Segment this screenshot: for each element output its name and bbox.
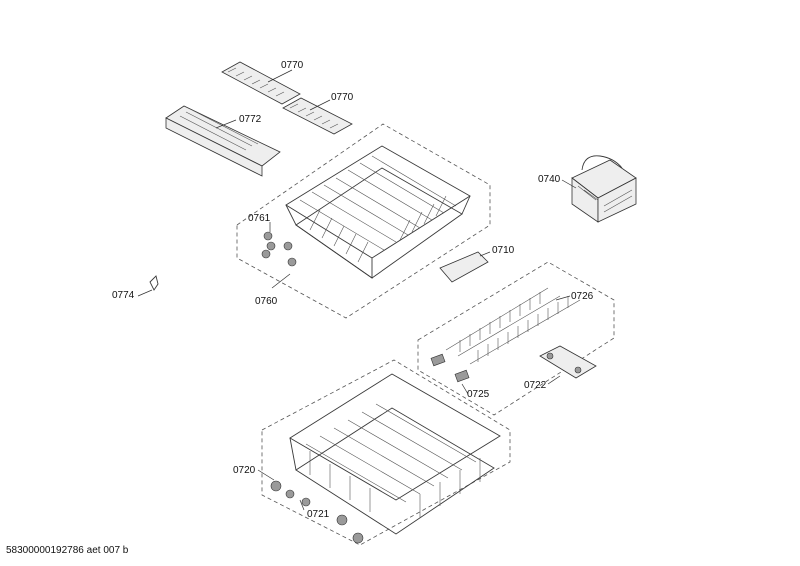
label-0774: 0774: [112, 290, 135, 301]
lower-basket-group-outline: [261, 359, 511, 546]
cutlery-basket-0740: [571, 155, 637, 223]
label-0761: 0761: [248, 213, 271, 224]
label-0726: 0726: [571, 291, 594, 302]
label-0770-b: 0770: [331, 92, 354, 103]
tine-strip-0770-a: [221, 61, 301, 105]
handle-0710: [439, 251, 489, 283]
label-0760: 0760: [255, 296, 278, 307]
wheels-0721: [270, 480, 364, 544]
label-0772: 0772: [239, 114, 262, 125]
cutlery-tray-0772: [165, 105, 281, 177]
fold-tines-0726: [445, 287, 581, 365]
label-0725: 0725: [467, 389, 490, 400]
upper-basket-0760: [285, 145, 471, 279]
tine-holders-0725: [430, 353, 470, 383]
label-0721: 0721: [307, 509, 330, 520]
label-0710: 0710: [492, 245, 515, 256]
clip-0774: [149, 275, 159, 291]
leader-lines: [137, 69, 577, 511]
upper-basket-group-outline: [236, 123, 491, 319]
lower-basket-0720: [289, 373, 501, 535]
basket-rollers-0761: [261, 231, 297, 267]
label-0770-a: 0770: [281, 60, 304, 71]
document-id: 58300000192786 aet 007 b: [6, 545, 129, 556]
supports-0722: [539, 345, 597, 379]
tine-strip-0770-b: [282, 97, 353, 135]
label-0720: 0720: [233, 465, 256, 476]
label-0722: 0722: [524, 380, 547, 391]
label-0740: 0740: [538, 174, 561, 185]
